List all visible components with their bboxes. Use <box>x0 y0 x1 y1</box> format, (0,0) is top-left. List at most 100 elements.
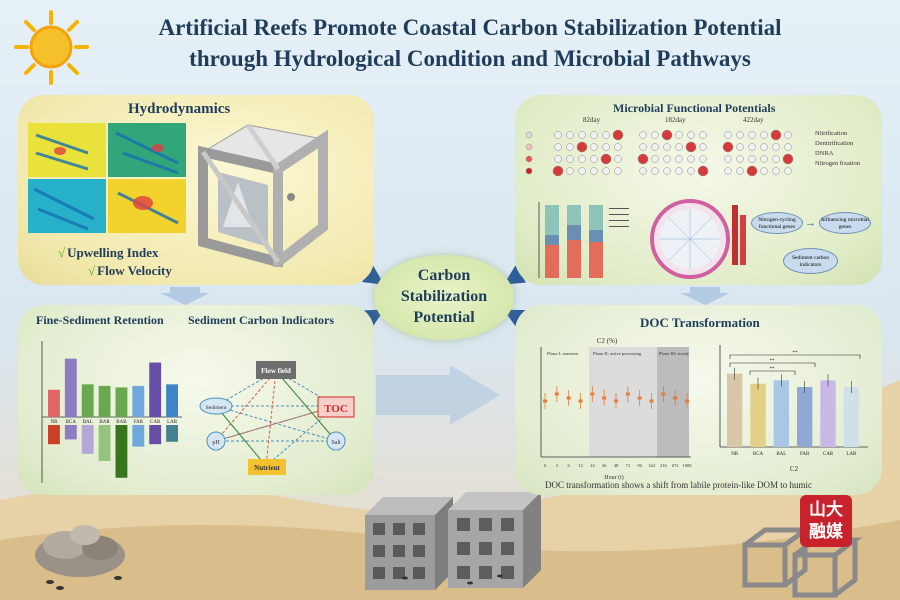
bubble-marker <box>770 129 782 141</box>
bar-upper-BAB <box>115 387 128 417</box>
doc-title: DOC Transformation <box>640 315 760 330</box>
data-point <box>602 396 607 400</box>
bar-lower-BCA <box>64 425 77 440</box>
bar-lower-FAR <box>132 425 145 447</box>
bubble-marker <box>772 167 780 175</box>
bar-upper-BAL <box>81 384 94 417</box>
legend-bubble <box>525 167 533 175</box>
bubble-marker <box>554 155 562 163</box>
group-label: BCA <box>66 420 77 425</box>
bubble-marker <box>663 143 671 151</box>
pathway-label: Nitrification <box>815 130 848 137</box>
bubble-marker <box>675 167 683 175</box>
bubble-marker <box>651 131 659 139</box>
logo-line-1: 山大 <box>809 500 843 520</box>
bubble-marker <box>687 167 695 175</box>
reef-cube-icon <box>365 497 453 590</box>
bubble-marker <box>663 155 671 163</box>
data-point <box>661 392 666 396</box>
bar-lower-BAR <box>98 425 111 461</box>
bar-upper-BCA <box>64 358 77 417</box>
data-point <box>578 399 583 403</box>
phase-label: Phase I: transient <box>547 351 579 356</box>
fine-sediment-title: Fine-Sediment Retention <box>36 313 164 327</box>
bar-lower-LAR <box>166 425 178 442</box>
svg-text:**: ** <box>793 351 799 356</box>
bubble-marker <box>699 155 707 163</box>
check-upwelling: √Upwelling Index <box>58 245 159 261</box>
pathway-label: Nitrogen fixation <box>815 160 860 167</box>
bar-group-label: NR <box>731 452 739 457</box>
bubble-marker <box>724 155 732 163</box>
bubble-marker <box>566 131 574 139</box>
bubble-marker <box>651 143 659 151</box>
bubble-marker <box>736 167 744 175</box>
time-label: 82day <box>583 116 601 124</box>
network-circle-image <box>650 199 746 279</box>
bubble-marker <box>639 143 647 151</box>
stacked-bar-image <box>538 202 629 278</box>
doc-bar-BCA <box>750 383 766 447</box>
bar-upper-NR <box>48 389 60 417</box>
bar-upper-CAR <box>149 362 162 417</box>
sediment-carbon-title: Sediment Carbon Indicators <box>188 313 335 327</box>
check-flow-velocity: √Flow Velocity <box>88 263 172 279</box>
bar-upper-LAR <box>166 384 178 417</box>
group-label: FAR <box>134 420 144 425</box>
reef-cube-icon <box>448 492 541 588</box>
arrow-right-icon: → <box>805 217 816 229</box>
time-label: 182day <box>665 116 686 124</box>
bar-upper-BAR <box>98 385 111 417</box>
node-flow-field <box>256 361 296 379</box>
group-label: BAL <box>83 420 93 425</box>
fine-sediment-panel: Fine-Sediment Retention Sediment Carbon … <box>18 305 374 495</box>
bar-group-label: CAR <box>823 452 834 457</box>
flow-simulation-image <box>28 123 186 233</box>
bubble-marker <box>576 141 588 153</box>
bubble-marker <box>661 129 673 141</box>
bubble-marker <box>614 155 622 163</box>
rock-pile-icon <box>35 525 125 577</box>
microbial-panel: Microbial Functional Potentials 82day 18… <box>515 95 882 285</box>
bubble-marker <box>699 143 707 151</box>
functional-bubble-grid <box>525 129 794 177</box>
bubble-marker <box>748 131 756 139</box>
bubble-marker <box>687 131 695 139</box>
title-line-1: Artificial Reefs Promote Coastal Carbon … <box>158 15 782 40</box>
bubble-marker <box>675 131 683 139</box>
bubble-marker <box>600 153 612 165</box>
data-point <box>543 399 547 403</box>
bubble-marker <box>722 141 734 153</box>
arrow-right-big <box>376 365 500 425</box>
bubble-marker <box>748 143 756 151</box>
bubble-marker <box>637 153 649 165</box>
data-point <box>637 396 642 400</box>
check-flow-velocity-label: Flow Velocity <box>97 263 172 278</box>
bubble-marker <box>651 155 659 163</box>
bubble-marker <box>590 143 598 151</box>
bubble-marker <box>784 143 792 151</box>
data-point <box>685 399 689 403</box>
bubble-marker <box>760 155 768 163</box>
data-point <box>614 399 618 403</box>
checkmark-icon: √ <box>58 245 66 260</box>
media-logo: 山大 融媒 <box>800 495 852 547</box>
bubble-marker <box>736 131 744 139</box>
doc-bar-FAR <box>797 387 813 447</box>
x-tick-label: 6 <box>568 463 571 468</box>
bubble-marker <box>772 155 780 163</box>
bubble-marker <box>651 167 659 175</box>
bubble-marker <box>566 167 574 175</box>
bubble-marker <box>784 131 792 139</box>
checkmark-icon: √ <box>88 263 96 278</box>
data-point <box>566 396 571 400</box>
group-label: BAR <box>99 420 110 425</box>
data-point <box>625 392 630 396</box>
bubble-marker <box>612 129 624 141</box>
bubble-marker <box>760 167 768 175</box>
bubble-marker <box>554 143 562 151</box>
x-tick-label: 96 <box>637 463 642 468</box>
bubble-marker <box>746 165 758 177</box>
